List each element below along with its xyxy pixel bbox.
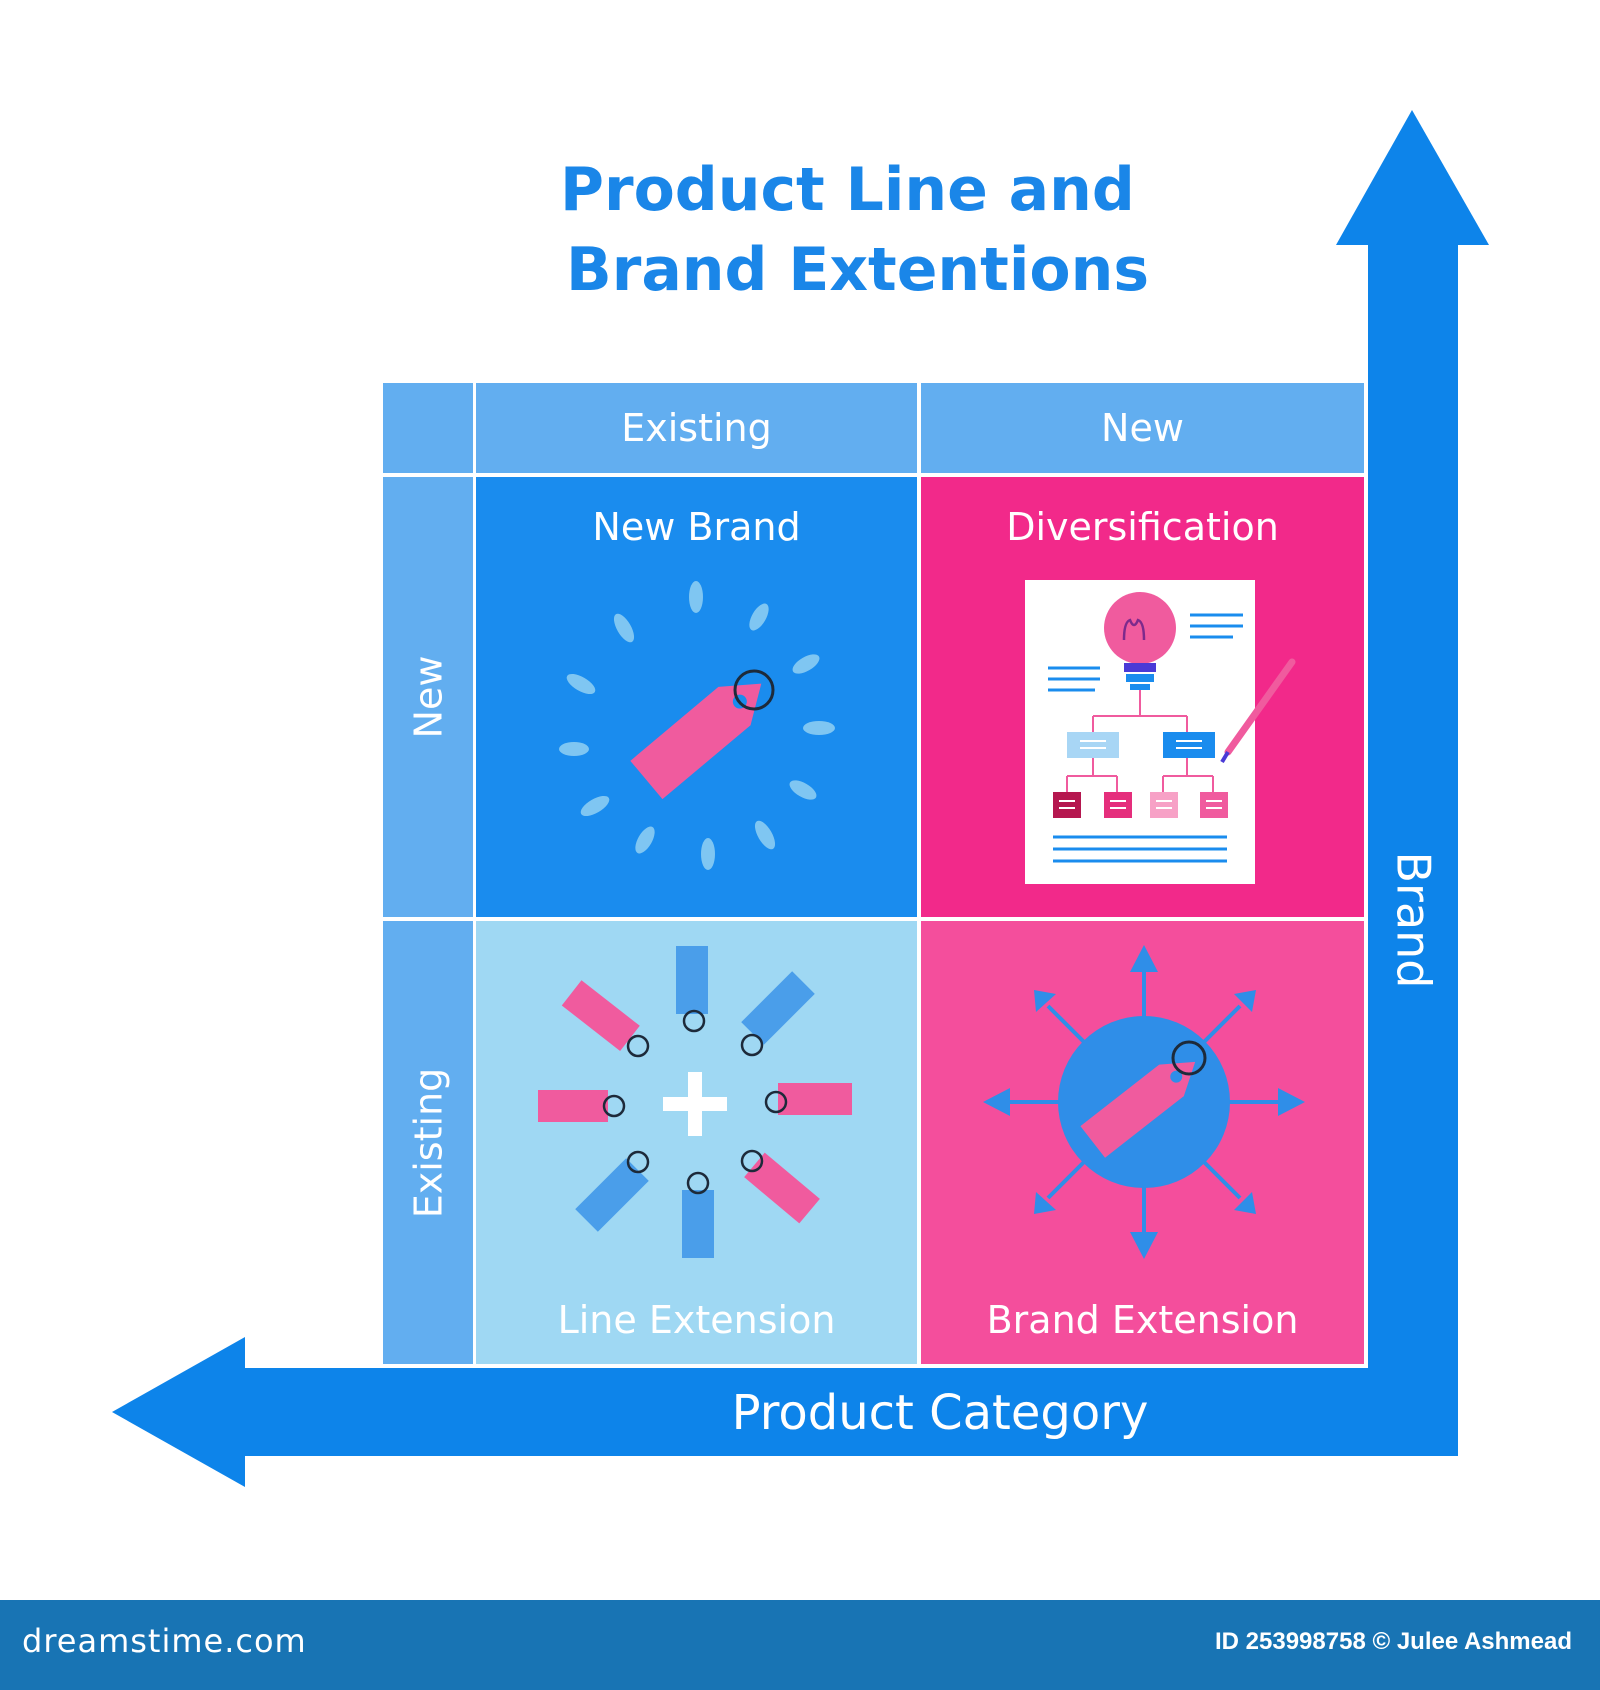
column-header-existing-bg bbox=[476, 383, 917, 473]
column-header-new: New bbox=[1101, 406, 1184, 450]
row-header-new: New bbox=[383, 477, 473, 917]
y-axis-label-wrap: Brand bbox=[1368, 800, 1458, 1040]
tag-globe-arrows-icon bbox=[983, 945, 1305, 1259]
quadrant-diversification-label: Diversification bbox=[1006, 505, 1279, 549]
quadrant-diversification-label-wrap: Diversification bbox=[921, 505, 1364, 549]
quadrant-new-brand bbox=[476, 477, 917, 917]
footer-site: dreamstime.com bbox=[22, 1622, 307, 1660]
row-header-new-label: New bbox=[405, 655, 450, 739]
quadrant-line-extension-label-wrap: Line Extension bbox=[476, 1298, 917, 1342]
tags-circle-plus-icon bbox=[538, 946, 852, 1258]
quadrant-new-brand-label: New Brand bbox=[592, 505, 801, 549]
column-header-existing: Existing bbox=[621, 406, 772, 450]
product-category-axis-arrow bbox=[112, 1337, 1368, 1487]
brand-axis-arrow bbox=[1336, 110, 1489, 1456]
row-header-existing-label: Existing bbox=[406, 1067, 451, 1218]
matrix-diagram bbox=[112, 110, 1489, 1487]
y-axis-label: Brand bbox=[1386, 851, 1441, 989]
quadrant-new-brand-label-wrap: New Brand bbox=[476, 505, 917, 549]
quadrant-brand-extension-label: Brand Extension bbox=[986, 1298, 1299, 1342]
row-header-new-bg bbox=[383, 477, 473, 917]
row-header-existing: Existing bbox=[383, 921, 473, 1364]
footer-credit: ID 253998758 © Julee Ashmead bbox=[1215, 1628, 1572, 1655]
price-tag-burst-icon bbox=[559, 581, 835, 870]
row-header-existing-bg bbox=[383, 921, 473, 1364]
diagram-title: Product Line and Brand Extentions bbox=[560, 150, 1260, 310]
footer-bar: dreamstime.com ID 253998758 © Julee Ashm… bbox=[0, 1600, 1600, 1690]
quadrant-brand-extension-label-wrap: Brand Extension bbox=[921, 1298, 1364, 1342]
title-line-2: Brand Extentions bbox=[566, 235, 1150, 305]
corner-cell bbox=[383, 383, 473, 473]
x-axis-label: Product Category bbox=[731, 1385, 1149, 1441]
column-header-new-bg bbox=[921, 383, 1364, 473]
title-line-1: Product Line and bbox=[560, 155, 1135, 225]
quadrant-line-extension-label: Line Extension bbox=[557, 1298, 836, 1342]
idea-org-chart-document-icon bbox=[1025, 580, 1296, 884]
